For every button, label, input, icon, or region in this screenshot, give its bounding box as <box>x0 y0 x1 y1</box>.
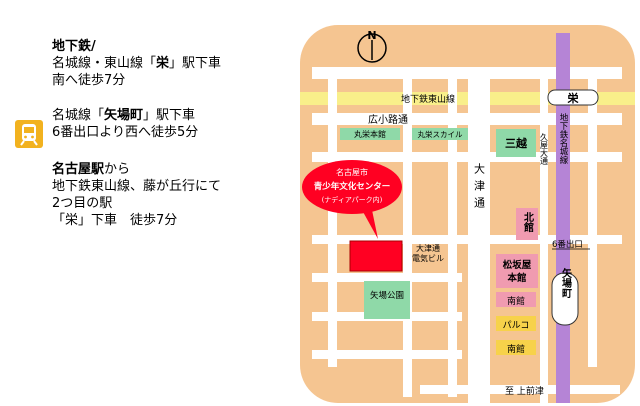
road-v2 <box>403 67 412 397</box>
dir2-line1-em: 矢場町 <box>104 108 144 123</box>
higashiyama-line-label: 地下鉄東山線 <box>401 93 455 105</box>
road-h3 <box>312 152 622 162</box>
matsuzakaya-label-2: 本館 <box>507 272 527 284</box>
dir3-line3: 2つ目の駅 <box>52 196 113 211</box>
target-building <box>349 240 403 272</box>
dir3-line1-post: から <box>104 162 131 177</box>
yabacho-label: 矢場町 <box>560 267 572 299</box>
marue-honten-label: 丸栄本館 <box>354 129 386 139</box>
directions-block-2: 名城線「矢場町」駅下車 6番出口より西へ徒歩5分 <box>52 107 198 141</box>
marue-honten <box>340 128 400 140</box>
callout-line3: (ナディアパーク内) <box>322 195 383 204</box>
map-ground <box>300 25 635 403</box>
road-h8 <box>420 385 620 394</box>
road-v6 <box>588 67 597 367</box>
road-h4 <box>312 235 622 244</box>
parco <box>496 316 536 331</box>
nankan-2-label: 南館 <box>507 343 525 355</box>
dir2-line2: 6番出口より西へ徒歩5分 <box>52 125 199 140</box>
area-map: N 地下鉄東山線 栄 広小路通 丸栄本館 丸栄スカイル 三越 久屋大通 地下鉄名… <box>300 25 635 403</box>
otsu-denki-label-1: 大津通 <box>416 243 440 253</box>
directions-block-1: 地下鉄/ 名城線・東山線「栄」駅下車 南へ徒歩7分 <box>52 38 221 89</box>
yaba-park <box>364 281 410 319</box>
road-v1 <box>328 67 337 367</box>
kitakan <box>516 208 538 240</box>
exit6-label: 6番出口 <box>552 239 583 250</box>
hirokoji-label: 広小路通 <box>368 113 408 126</box>
callout-line2: 青少年文化センター <box>314 181 391 192</box>
marue-sky-label: 丸栄スカイル <box>418 129 463 139</box>
dir3-line1-em: 名古屋駅 <box>52 162 105 177</box>
road-hisaya <box>540 67 548 403</box>
dir3-line2: 地下鉄東山線、藤が丘行にて <box>52 179 222 194</box>
north-arrow-icon <box>357 33 387 63</box>
road-h1 <box>312 67 622 79</box>
dir3-line4: 「栄」下車 徒歩7分 <box>52 213 178 228</box>
callout-line1: 名古屋市 <box>336 167 368 177</box>
otsu-denki-label-2: 電気ビル <box>412 253 444 263</box>
minamikan <box>496 292 536 307</box>
road-hirokoji <box>312 113 622 125</box>
dir2-line1-pre: 名城線「 <box>52 108 105 123</box>
dir1-line3: 南へ徒歩7分 <box>52 73 126 88</box>
otsu-dori-label: 大津通 <box>473 162 486 214</box>
yabacho-station <box>551 272 579 326</box>
parco-label: パルコ <box>503 320 530 331</box>
dir1-line2-em: 栄 <box>156 56 170 71</box>
kamimaezu-label: 至 上前津 <box>505 385 544 397</box>
matsuzakaya-label-1: 松坂屋 <box>503 259 532 271</box>
road-h5 <box>312 273 462 282</box>
road-v3 <box>448 67 457 397</box>
sakae-station-label: 栄 <box>567 91 580 105</box>
mitsukoshi-label: 三越 <box>505 136 528 150</box>
directions-block-3: 名古屋駅から 地下鉄東山線、藤が丘行にて 2つ目の駅 「栄」下車 徒歩7分 <box>52 161 221 229</box>
train-icon <box>15 120 43 148</box>
dir1-line2-pre: 名城線・東山線「 <box>52 56 157 71</box>
meijo-line-band <box>556 33 570 403</box>
dir1-line2-post: 」駅下車 <box>169 56 222 71</box>
road-otsu <box>468 67 490 403</box>
marue-sky <box>412 128 468 140</box>
meijo-line-label: 地下鉄名城線 <box>558 112 568 164</box>
sakae-station <box>547 89 599 106</box>
yaba-park-label: 矢場公園 <box>370 290 404 301</box>
dir1-line1: 地下鉄/ <box>52 39 96 54</box>
kitakan-label: 北館 <box>522 211 535 233</box>
mitsukoshi <box>496 129 536 157</box>
minamikan-label: 南館 <box>507 295 525 307</box>
north-label: N <box>367 29 376 42</box>
road-h7 <box>312 350 462 359</box>
dir2-line1-post: 」駅下車 <box>143 108 196 123</box>
callout-bubble <box>302 160 402 214</box>
nankan-2 <box>496 340 536 355</box>
matsuzakaya <box>496 254 538 288</box>
hisaya-odori-label: 久屋大通 <box>540 132 549 166</box>
